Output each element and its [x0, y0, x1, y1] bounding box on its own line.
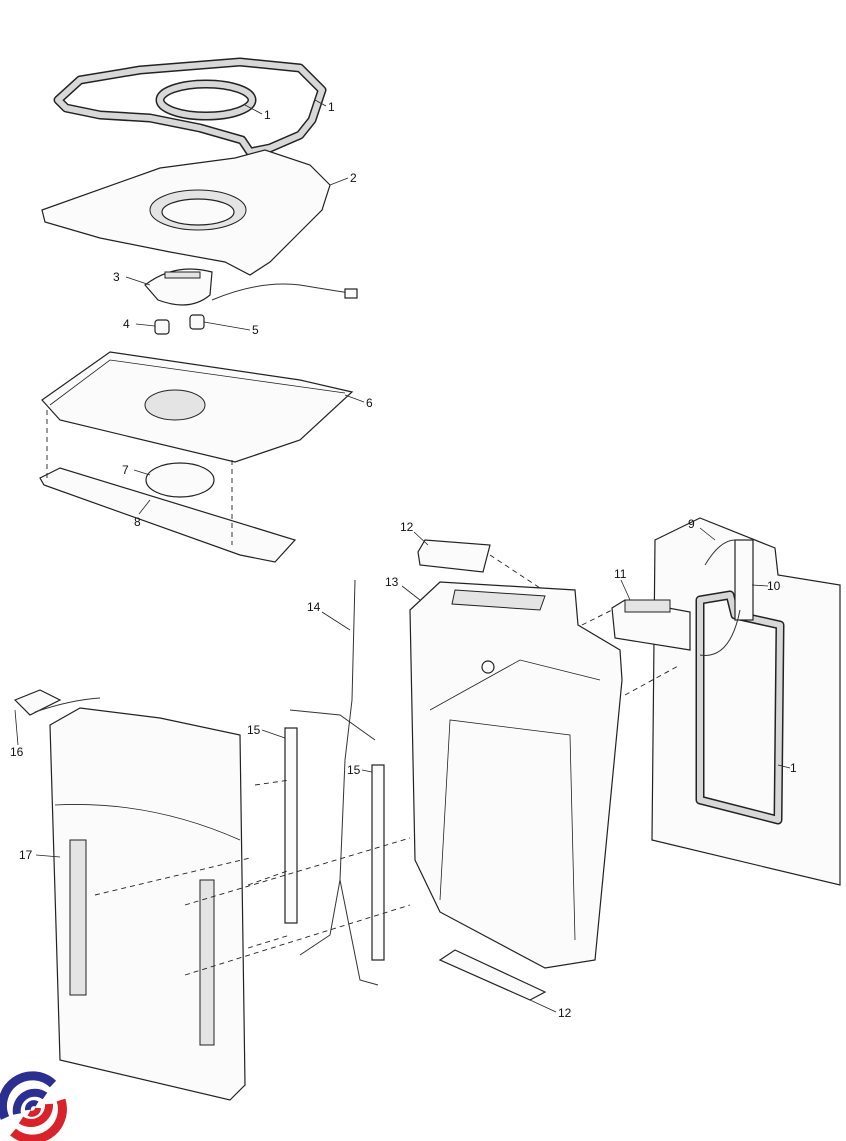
wire-connector — [344, 288, 358, 299]
base-tray — [41, 351, 354, 463]
callout-7: 7 — [122, 463, 129, 477]
callout-3: 3 — [113, 270, 120, 284]
callout-1: 1 — [790, 761, 797, 775]
switch-bracket — [13, 689, 62, 716]
ignition-wire — [211, 283, 351, 301]
wire-harness — [289, 579, 379, 986]
callout-5: 5 — [252, 323, 259, 337]
switch-wire — [34, 697, 101, 713]
callout-15: 15 — [247, 723, 261, 737]
filter-disc — [145, 462, 215, 498]
heater-element-left — [284, 727, 298, 924]
callout-1: 1 — [264, 108, 271, 122]
leader-lines — [14, 99, 791, 1013]
top-gasket — [53, 57, 327, 157]
electrode — [189, 314, 205, 330]
top-plate — [41, 149, 331, 276]
callout-8: 8 — [134, 515, 141, 529]
callout-15: 15 — [347, 763, 361, 777]
callout-12: 12 — [400, 520, 414, 534]
front-grille-bar — [39, 467, 297, 563]
callout-11: 11 — [614, 567, 627, 581]
callout-13: 13 — [385, 575, 399, 589]
callout-10: 10 — [767, 579, 781, 593]
knob — [154, 319, 170, 335]
burner-cap — [144, 268, 213, 306]
callout-9: 9 — [688, 517, 695, 531]
callout-16: 16 — [10, 745, 24, 759]
callout-17: 17 — [19, 848, 33, 862]
bottom-filter-pad — [438, 949, 547, 1001]
callout-6: 6 — [366, 396, 373, 410]
top-filter-pad — [417, 539, 491, 573]
callout-1: 1 — [328, 100, 335, 114]
callout-14: 14 — [307, 600, 321, 614]
heater-element-right — [371, 764, 385, 961]
callout-4: 4 — [123, 317, 130, 331]
brand-logo — [0, 1071, 67, 1141]
fan-housing — [409, 581, 623, 969]
front-panel — [49, 707, 246, 1101]
control-box — [611, 599, 691, 651]
rear-seal-panel — [651, 517, 841, 886]
callout-2: 2 — [350, 171, 357, 185]
callout-12: 12 — [558, 1006, 572, 1020]
